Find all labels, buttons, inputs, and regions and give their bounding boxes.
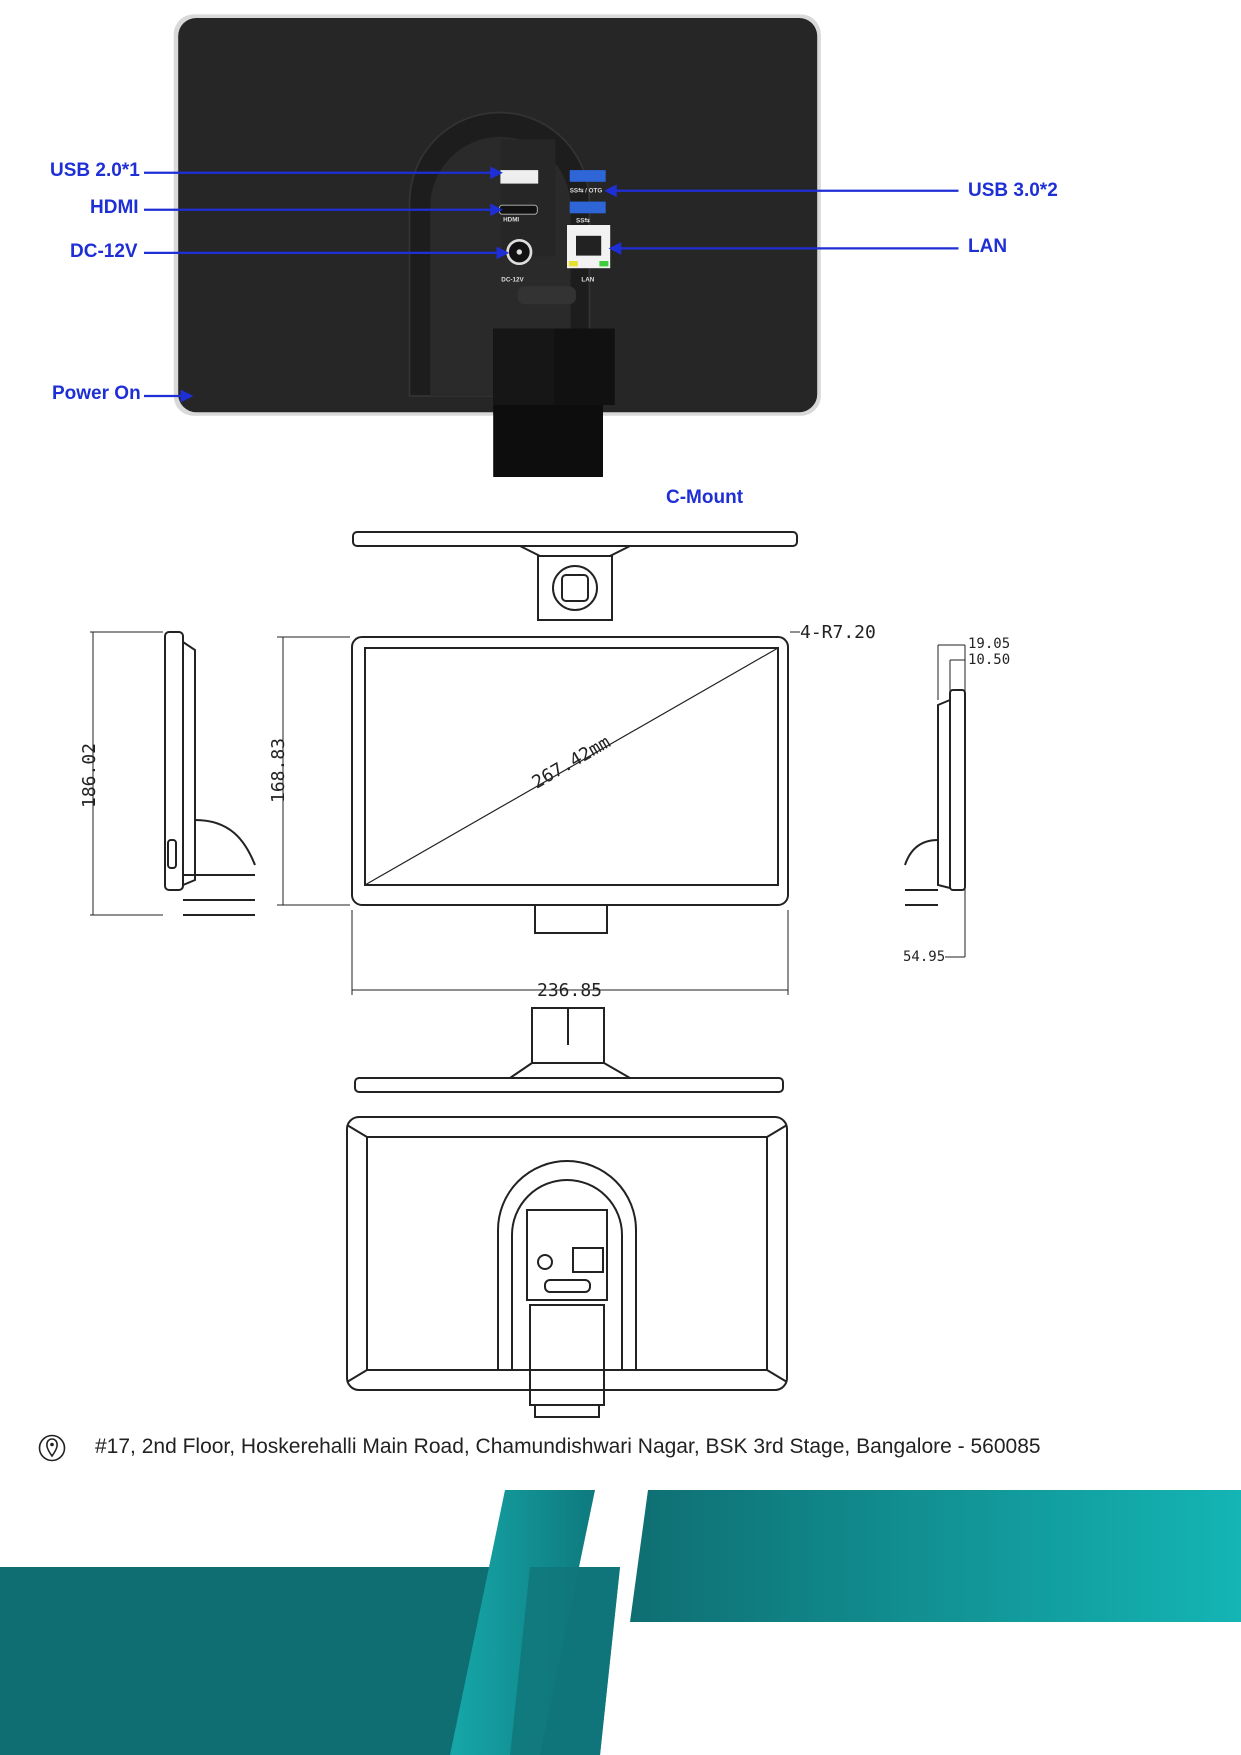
footer-decorative-bands: [0, 1490, 1241, 1755]
callout-power-on: Power On: [52, 383, 141, 404]
dc-port-label: DC-12V: [501, 277, 524, 284]
depth-dimension-2: 10.50: [968, 652, 1011, 668]
callout-usb2: USB 2.0*1: [50, 160, 140, 181]
product-rear-photo: HDMI DC-12V LAN SS⇆ / OTG SS⇆: [143, 14, 959, 477]
stand-depth-dimension: 54.95: [903, 949, 946, 965]
left-side-view-drawing: [90, 631, 256, 916]
usb3-otg-label: SS⇆ / OTG: [570, 187, 603, 195]
usb3-label: SS⇆: [576, 216, 590, 224]
top-view-drawing: [352, 531, 798, 621]
footer-address: #17, 2nd Floor, Hoskerehalli Main Road, …: [95, 1435, 1041, 1458]
callout-c-mount: C-Mount: [666, 487, 744, 508]
hdmi-port-label: HDMI: [503, 216, 519, 223]
technical-drawings: [90, 531, 966, 1418]
callout-hdmi: HDMI: [90, 197, 139, 218]
width-dimension: 236.85: [537, 980, 603, 1001]
callout-usb3: USB 3.0*2: [968, 180, 1058, 201]
total-height-dimension: 186.02: [79, 742, 101, 809]
back-view-drawing: [346, 1116, 788, 1418]
corner-radius-dimension: 4-R7.20: [800, 622, 876, 643]
location-pin-icon: [38, 1434, 66, 1462]
screen-height-dimension: 168.83: [268, 737, 290, 804]
depth-dimension-1: 19.05: [968, 636, 1011, 652]
right-side-view-drawing: [904, 644, 966, 958]
callout-lan: LAN: [968, 236, 1008, 257]
front-view-drawing: [277, 631, 800, 995]
bottom-view-drawing: [354, 1007, 784, 1093]
callout-dc: DC-12V: [70, 241, 138, 262]
lan-port-label: LAN: [581, 277, 594, 284]
